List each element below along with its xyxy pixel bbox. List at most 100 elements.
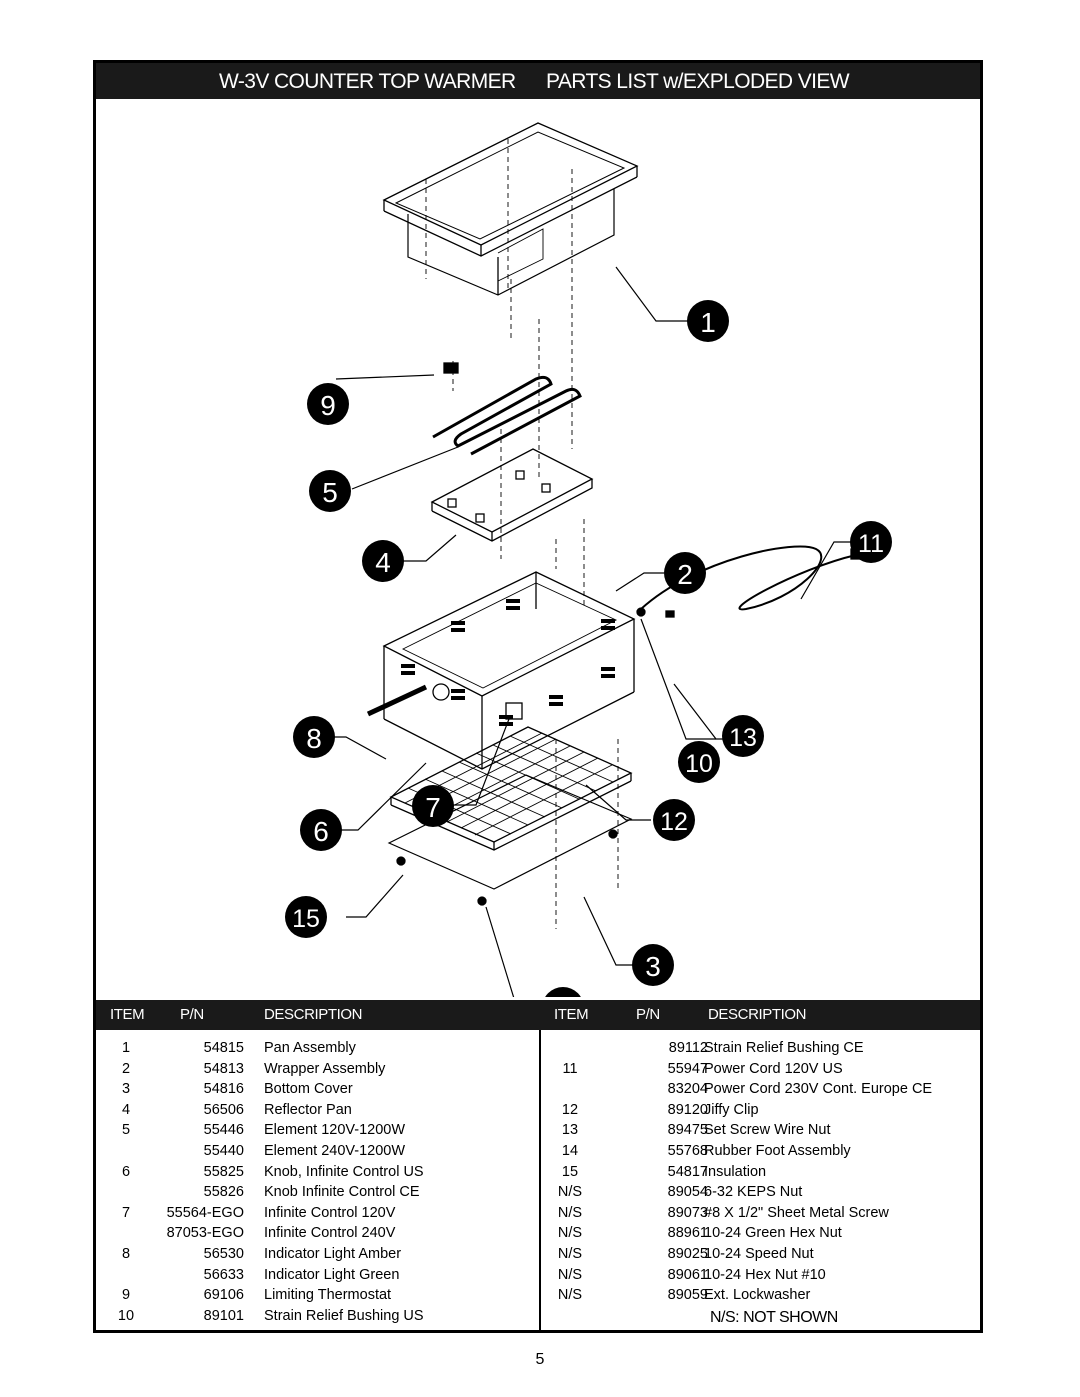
part-number: 89025 [667,1245,708,1262]
part-number: 89054 [667,1184,708,1201]
part-description: Reflector Pan [264,1101,352,1118]
item-number: 14 [561,1142,579,1159]
part-number: 55825 [203,1163,244,1180]
left-pn-header: P/N [180,1006,204,1023]
callout-15: 15 [285,896,327,938]
part-number: 89061 [667,1266,708,1283]
table-row: 5 55446 Element 120V-1200W [104,1122,534,1143]
callout-11: 11 [850,521,892,563]
part-number: 55564-EGO [166,1204,244,1221]
part-description: #8 X 1/2" Sheet Metal Screw [704,1204,889,1221]
item-number: 2 [121,1060,131,1077]
pan-assembly-drawing [382,122,639,296]
item-number: N/S [557,1287,583,1304]
callout-3-label: 3 [645,951,661,982]
part-description: Wrapper Assembly [264,1060,386,1077]
part-description: Insulation [704,1163,767,1180]
part-number: 56530 [203,1245,244,1262]
callout-5: 5 [309,470,351,512]
item-number: 5 [121,1122,131,1139]
right-item-header: ITEM [554,1006,589,1023]
callout-10-label: 10 [685,750,713,778]
part-description: Ext. Lockwasher [704,1287,811,1304]
callout-13: 13 [722,715,764,757]
table-divider [539,1030,541,1330]
callout-3: 3 [632,944,674,986]
part-description: Element 120V-1200W [264,1122,406,1139]
callout-14: 14 [545,987,581,997]
part-description: Strain Relief Bushing CE [704,1040,864,1056]
title-bar: W-3V COUNTER TOP WARMER PARTS LIST w/EXP… [96,63,980,99]
item-number: 10 [117,1307,135,1324]
part-number: 56633 [203,1266,244,1283]
part-number: 89059 [667,1287,708,1304]
callout-8-label: 8 [306,723,322,754]
table-header: ITEM P/N DESCRIPTION ITEM P/N DESCRIPTIO… [96,1000,980,1030]
part-description: 10-24 Green Hex Nut [704,1225,842,1242]
parts-list-frame: W-3V COUNTER TOP WARMER PARTS LIST w/EXP… [93,60,983,1333]
part-description: Knob Infinite Control CE [264,1184,420,1201]
callout-2-label: 2 [677,559,693,590]
item-number: 11 [562,1060,578,1077]
part-number: 54813 [203,1060,244,1077]
item-number: 12 [561,1101,579,1118]
part-description: 6-32 KEPS Nut [704,1184,803,1201]
part-number: 87053-EGO [166,1225,244,1242]
left-item-header: ITEM [110,1006,145,1023]
item-number: N/S [557,1204,583,1221]
callout-5-label: 5 [322,477,338,508]
part-number: 89073 [667,1204,708,1221]
callout-13-label: 13 [729,724,757,752]
part-description: Rubber Foot Assembly [704,1142,851,1159]
page-subtitle: PARTS LIST w/EXPLODED VIEW [546,70,850,93]
callout-7-label: 7 [425,792,441,823]
part-description: Power Cord 230V Cont. Europe CE [704,1081,933,1098]
part-number: 83204 [667,1081,708,1098]
part-number: 89101 [203,1307,244,1324]
left-description-header: DESCRIPTION [264,1006,363,1023]
callout-12: 12 [653,799,695,841]
item-number: 13 [561,1122,579,1139]
callout-14-label: 14 [549,996,577,997]
part-description: Power Cord 120V US [704,1060,843,1077]
part-number: 55446 [203,1122,244,1139]
callout-4-label: 4 [375,547,391,578]
callout-6: 6 [300,809,342,851]
item-number: 8 [121,1245,131,1262]
part-description: Knob, Infinite Control US [264,1163,424,1180]
callout-11-label: 11 [858,530,884,558]
part-description: Infinite Control 240V [264,1225,396,1242]
callout-2: 2 [664,552,706,594]
callout-8: 8 [293,716,335,758]
callout-7: 7 [412,785,454,827]
part-description: Element 240V-1200W [264,1142,406,1159]
part-number: 55440 [203,1142,244,1159]
callouts: 1 2 3 4 5 6 7 8 9 10 11 12 13 14 15 [285,300,892,997]
table-row: 87053-EGO Infinite Control 240V [104,1225,534,1246]
item-number: N/S [557,1245,583,1262]
callout-9: 9 [307,383,349,425]
part-description: Limiting Thermostat [264,1287,392,1304]
right-pn-header: P/N [636,1006,660,1023]
item-number: N/S [557,1266,583,1283]
part-description: 10-24 Hex Nut #10 [704,1266,826,1283]
callout-9-label: 9 [320,390,336,421]
